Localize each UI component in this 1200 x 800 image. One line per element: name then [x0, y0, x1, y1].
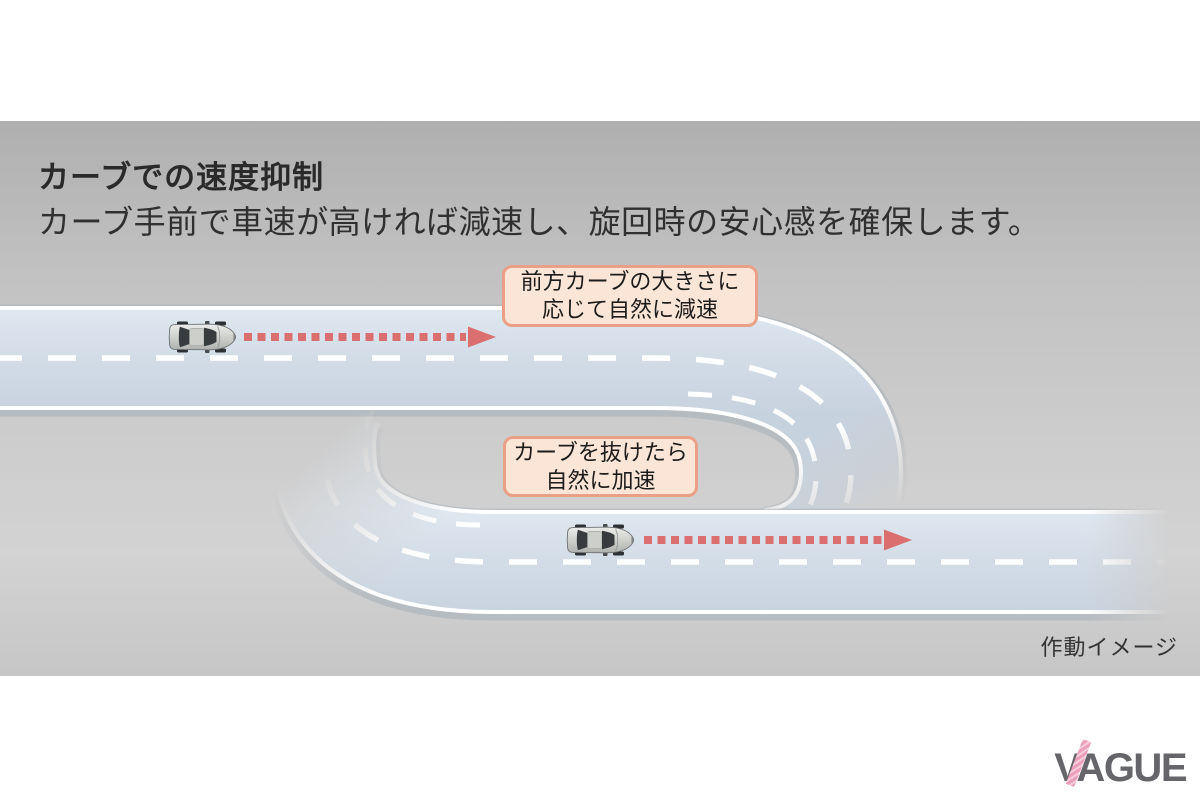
speed-arrow-upper: [244, 326, 496, 348]
callout-accelerate-line2: 自然に加速: [545, 467, 656, 493]
callout-decelerate: 前方カーブの大きさに 応じて自然に減速: [502, 265, 758, 327]
brand-logo: VAGUE: [1054, 738, 1187, 792]
arrowhead-icon: [884, 529, 912, 551]
speed-arrow-lower: [644, 529, 912, 551]
arrowhead-icon: [468, 326, 496, 348]
page-subtitle: カーブ手前で車速が高ければ減速し、旋回時の安心感を確保します。: [38, 204, 1041, 240]
road-lower-center-line: [321, 394, 1185, 565]
callout-decelerate-line1: 前方カーブの大きさに: [520, 269, 740, 294]
road-lower: [268, 367, 1185, 621]
page-title: カーブでの速度抑制: [38, 160, 325, 195]
callout-decelerate-line2: 応じて自然に減速: [541, 297, 718, 322]
road-lower-curve-lane-line: [363, 402, 481, 528]
image-caption: 作動イメージ: [1040, 635, 1178, 660]
callout-accelerate: カーブを抜けたら 自然に加速: [503, 436, 698, 497]
callout-accelerate-line1: カーブを抜けたら: [513, 439, 688, 465]
